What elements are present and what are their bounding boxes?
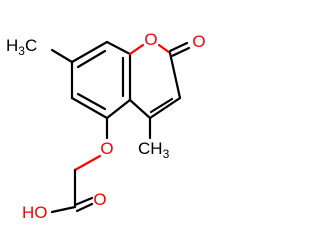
double-bond-c3-c4-inner	[149, 97, 174, 114]
bond-cooh-o-b	[75, 202, 94, 213]
substituents	[50, 41, 191, 214]
pyranone-ring	[128, 43, 182, 120]
carbonyl-oxygen-label: O	[192, 32, 205, 51]
methyl-7-label: H3C	[6, 36, 37, 58]
bond-cooh-oh	[50, 205, 77, 214]
methyl-4-label: CH3	[138, 139, 170, 161]
double-bond-c7-c8-inner	[76, 49, 107, 69]
bond-c4a-c5	[105, 98, 132, 120]
bond-c2-c3	[168, 51, 182, 100]
bond-c7-c8	[70, 40, 109, 64]
acid-oxygen-label: O	[93, 190, 106, 209]
ring-oxygen-label: O	[144, 30, 157, 49]
bond-c4-c4a	[128, 98, 152, 120]
ether-oxygen-label: O	[100, 139, 113, 158]
double-bond-c5-c6-inner	[76, 92, 107, 111]
bond-ether-o-ch2	[73, 154, 102, 172]
benzene-ring	[70, 40, 132, 120]
hydroxyl-label: HO	[22, 203, 48, 222]
bond-c8a-o1	[128, 43, 145, 56]
chemical-structure: H3C O O CH3 O HO O	[6, 30, 206, 222]
bond-cooh-o-a	[73, 196, 94, 207]
bond-c7-methyl	[50, 48, 74, 64]
bond-c8-c8a	[105, 40, 132, 56]
bond-c2-carbonyl-o-b	[170, 46, 191, 58]
bond-c2-carbonyl-o-a	[168, 41, 189, 53]
bond-c5-c6	[70, 96, 109, 120]
bond-o1-c2	[157, 43, 172, 55]
bond-c3-c4	[148, 96, 182, 120]
